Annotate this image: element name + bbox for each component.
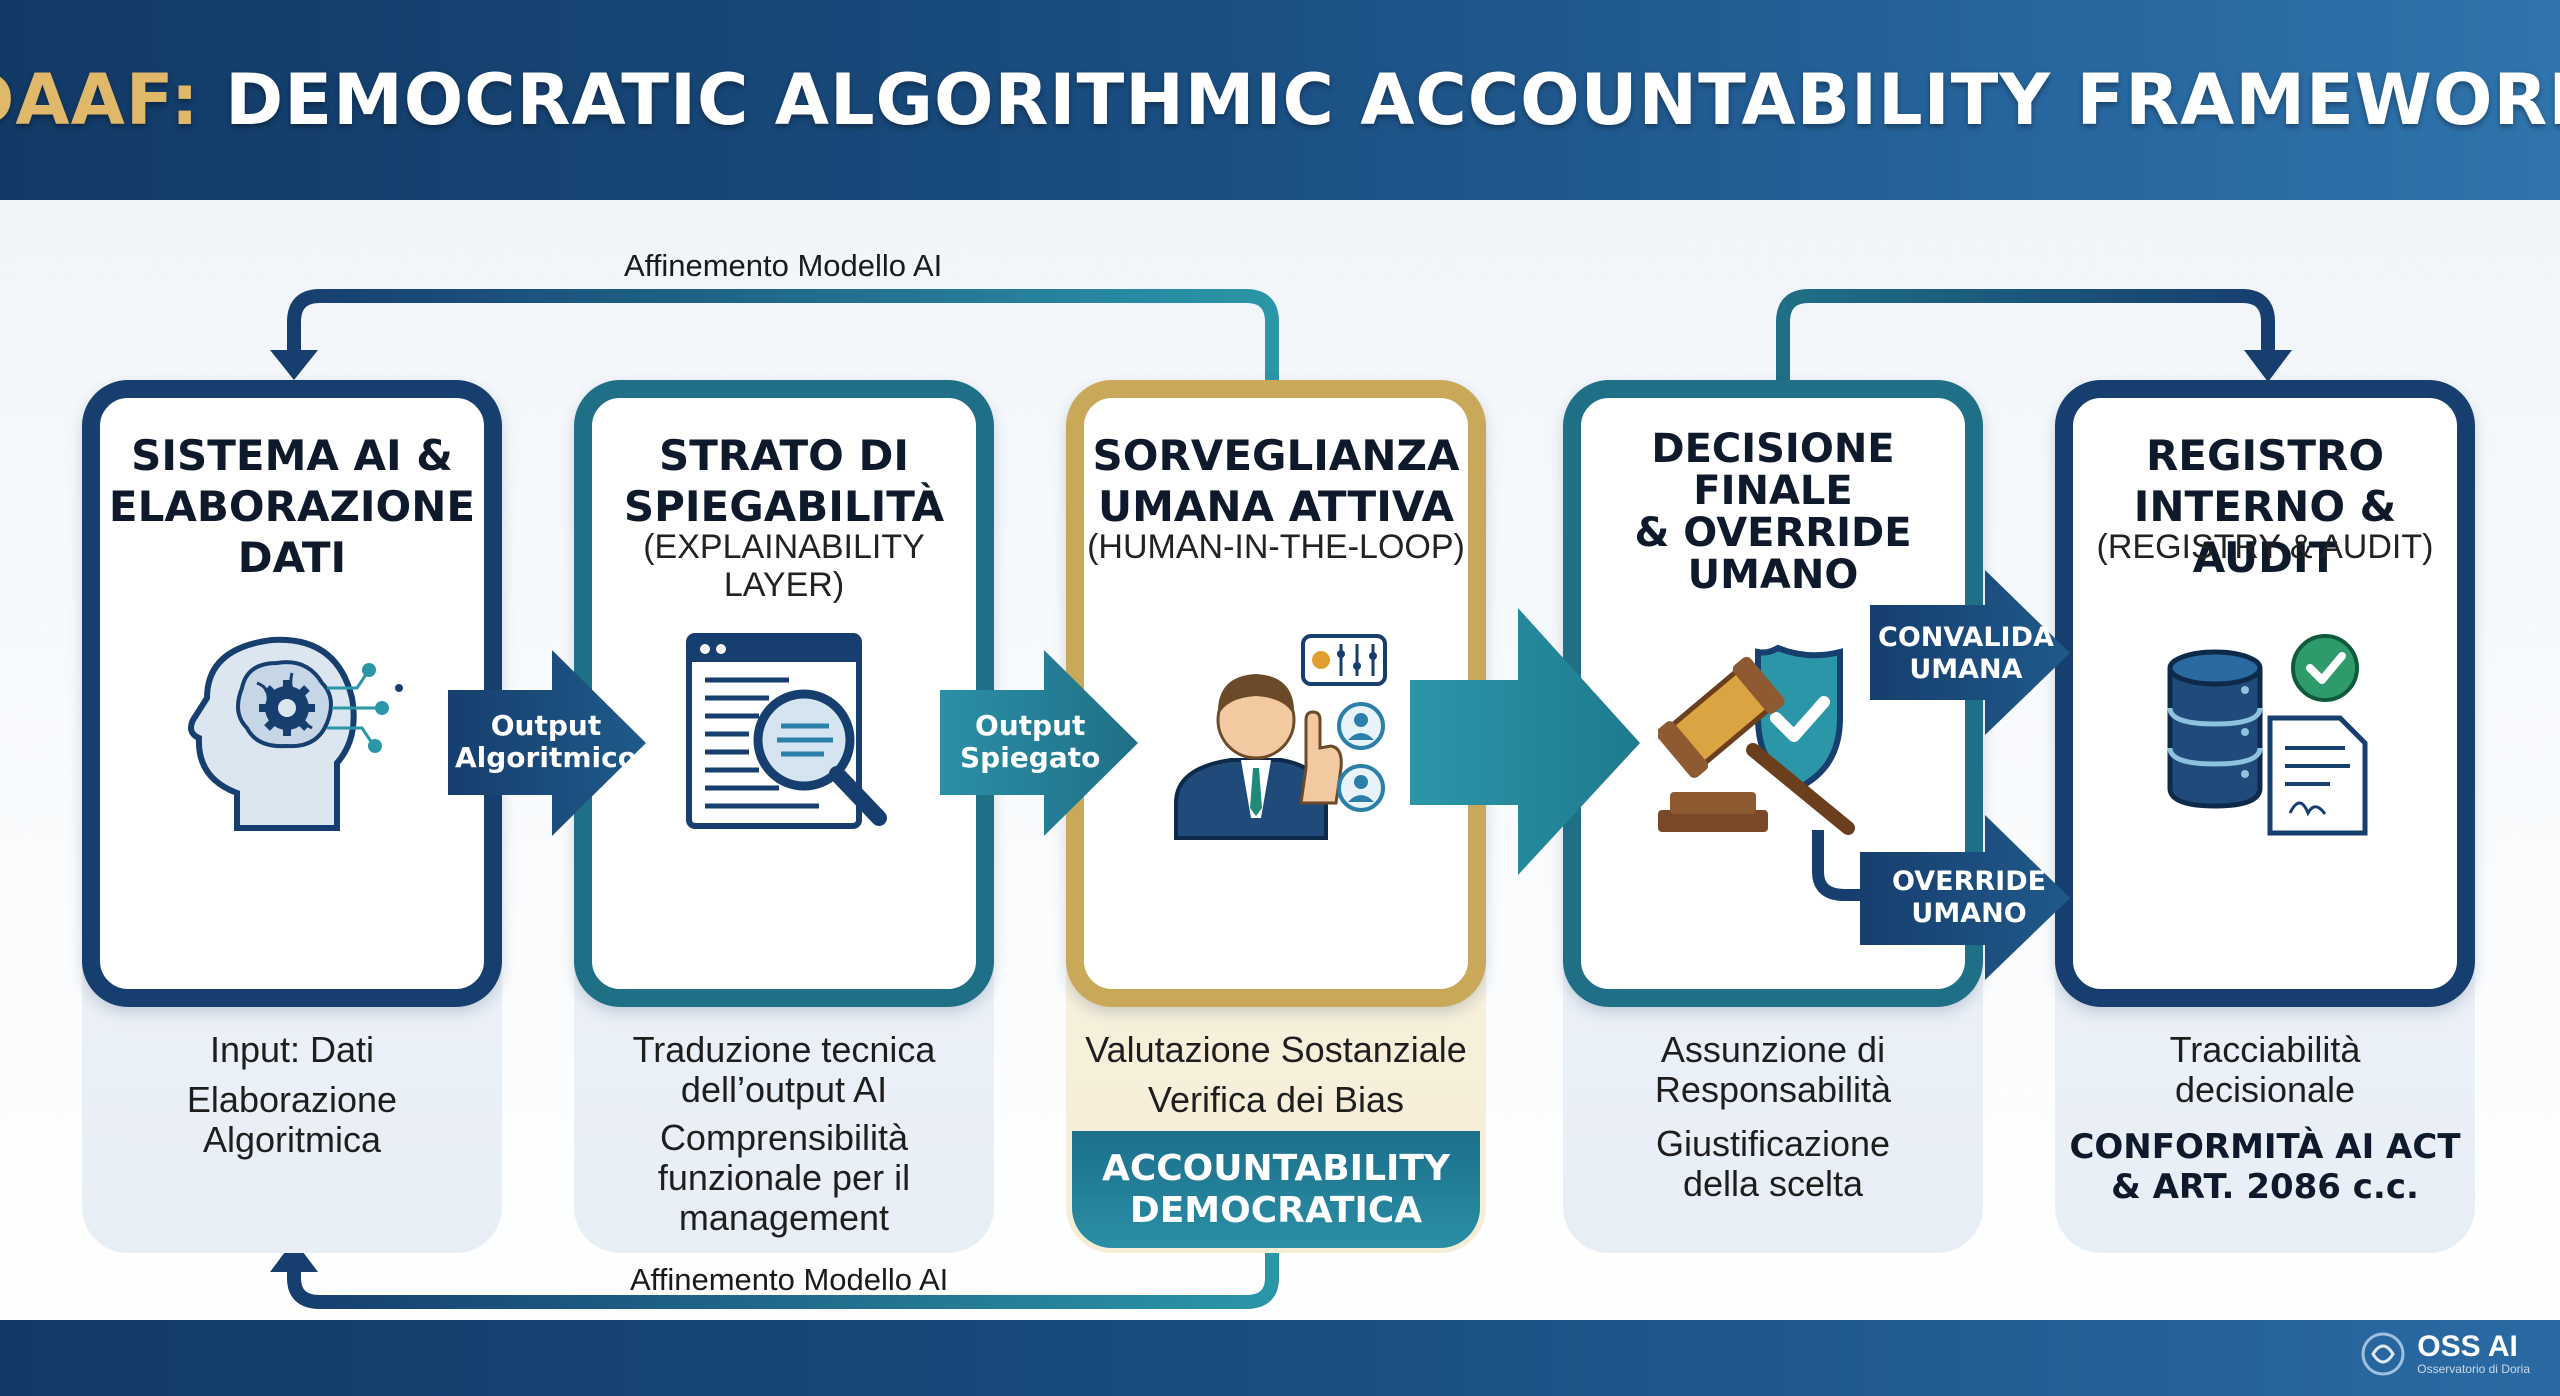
accountability-badge: ACCOUNTABILITY DEMOCRATICA [1072, 1131, 1480, 1248]
step4-description: Assunzione di Responsabilità Giustificaz… [1654, 1029, 1892, 1204]
step4-title: DECISIONE FINALE & OVERRIDE UMANO [1634, 426, 1912, 598]
human-supervisor-icon [1084, 628, 1468, 848]
footer-bar [0, 1320, 2560, 1396]
step5-description: Tracciabilità decisionale [2169, 1029, 2361, 1110]
title-text: DEMOCRATIC ALGORITHMIC ACCOUNTABILITY FR… [225, 59, 2560, 141]
step2-description: Traduzione tecnica dell’output AI Compre… [632, 1029, 936, 1238]
title-acronym: DAAF: [0, 59, 200, 141]
step5-subtitle: (REGISTRY & AUDIT) [2096, 528, 2434, 566]
arrow-output-algoritmico [448, 650, 646, 836]
step2-subtitle: (EXPLAINABILITY LAYER) [643, 528, 925, 604]
step2-title: STRATO DI SPIEGABILITÀ [623, 431, 945, 531]
loop-label-top: Affinemento Modello AI [624, 248, 943, 283]
step1-description: Input: Dati Elaborazione Algoritmica [186, 1029, 398, 1160]
step2-card: STRATO DI SPIEGABILITÀ (EXPLAINABILITY L… [574, 380, 994, 1007]
step5-card: REGISTRO INTERNO & AUDIT (REGISTRY & AUD… [2055, 380, 2475, 1007]
label-output-algoritmico: Output Algoritmico [455, 709, 637, 774]
step3-subtitle: (HUMAN-IN-THE-LOOP) [1087, 528, 1465, 566]
override-branch [1812, 830, 1860, 901]
feedback-loop-bottom-arrowhead [270, 1240, 318, 1272]
audit-loop-top-arrowhead [2244, 350, 2292, 382]
magnifier-document-icon [592, 628, 976, 848]
label-override-umano: OVERRIDE UMANO [1892, 866, 2047, 929]
ai-brain-icon [100, 628, 484, 848]
feedback-loop-bottom [287, 1246, 1279, 1309]
step3-description: Valutazione Sostanziale Verifica dei Bia… [1085, 1029, 1467, 1120]
arrow-override-umano [1860, 815, 2070, 980]
arrow-output-spiegato [940, 650, 1138, 836]
brain-logo-icon [2361, 1332, 2405, 1376]
header-banner: DAAF: DEMOCRATIC ALGORITHMIC ACCOUNTABIL… [0, 0, 2560, 200]
label-convalida-umana: CONVALIDA UMANA [1878, 622, 2054, 685]
step1-title: SISTEMA AI & ELABORAZIONE DATI [108, 431, 476, 582]
arrow-to-decision [1410, 608, 1640, 875]
audit-loop-top [1776, 289, 2275, 387]
arrow-convalida-umana [1870, 570, 2070, 735]
label-output-spiegato: Output Spiegato [960, 709, 1101, 774]
feedback-loop-top [287, 289, 1279, 387]
step1-card: SISTEMA AI & ELABORAZIONE DATI [82, 380, 502, 1007]
brand-logo: OSS AI Osservatorio di Doria [2359, 1330, 2530, 1378]
step3-title: SORVEGLIANZA UMANA ATTIVA [1092, 431, 1460, 531]
compliance-note: CONFORMITÀ AI ACT & ART. 2086 c.c. [2069, 1127, 2461, 1207]
logo-name: OSS AI [2417, 1330, 2518, 1363]
feedback-loop-top-arrowhead [270, 350, 318, 380]
loop-label-bottom: Affinemento Modello AI [630, 1262, 949, 1297]
database-audit-icon [2073, 628, 2457, 848]
page-title: DAAF: DEMOCRATIC ALGORITHMIC ACCOUNTABIL… [0, 59, 2560, 141]
gavel-shield-icon [1581, 638, 1965, 848]
step5-title: REGISTRO INTERNO & AUDIT [2133, 431, 2397, 582]
logo-tagline: Osservatorio di Doria [2417, 1362, 2530, 1376]
